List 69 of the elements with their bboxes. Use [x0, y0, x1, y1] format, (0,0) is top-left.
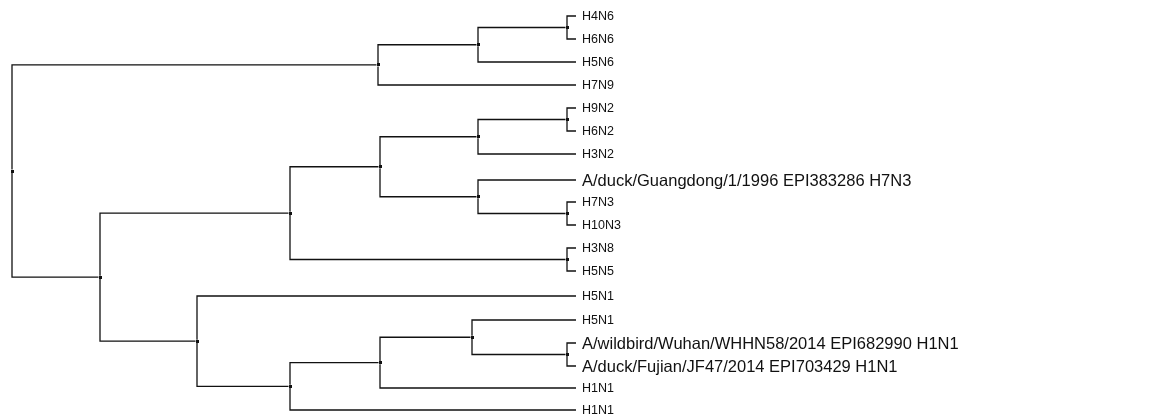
tree-branch — [379, 167, 478, 198]
taxon-label: H5N5 — [582, 264, 614, 278]
tree-branch — [566, 342, 577, 354]
tree-branch — [566, 28, 577, 40]
tree-branch — [99, 278, 197, 342]
tree-branch — [471, 319, 577, 337]
branch-node — [470, 335, 474, 339]
branch-node — [376, 63, 380, 67]
tree-branch — [566, 247, 577, 259]
taxon-label: H7N3 — [582, 195, 614, 209]
branch-node — [476, 43, 480, 47]
taxon-label: H6N2 — [582, 124, 614, 138]
tree-branch — [566, 214, 577, 226]
branch-node — [98, 275, 102, 279]
taxon-label: H5N1 — [582, 313, 614, 327]
tree-branch — [566, 107, 577, 119]
tree-branch — [99, 212, 290, 277]
taxon-label: H1N1 — [582, 403, 614, 417]
taxon-label: H6N6 — [582, 32, 614, 46]
tree-branch — [566, 260, 577, 272]
tree-branch — [477, 197, 567, 215]
tree-branch — [196, 295, 577, 341]
branch-node — [565, 118, 569, 121]
tree-branch — [379, 363, 577, 389]
tree-branch — [471, 338, 567, 356]
tree-branch — [289, 166, 380, 213]
taxon-label: H7N9 — [582, 78, 614, 92]
branch-node — [288, 211, 292, 215]
taxon-label: A/duck/Fujian/JF47/2014 EPI703429 H1N1 — [582, 357, 898, 375]
tree-branch — [566, 120, 577, 132]
taxon-label: H1N1 — [582, 381, 614, 395]
taxon-label: A/wildbird/Wuhan/WHHN58/2014 EPI682990 H1N1 — [582, 334, 959, 352]
taxon-label: H5N6 — [582, 55, 614, 69]
branch-node — [565, 258, 569, 261]
branch-node — [476, 135, 480, 139]
tree-branch — [11, 171, 100, 278]
tree-branch — [196, 342, 290, 387]
tree-branch — [477, 118, 567, 136]
tree-branch — [477, 26, 567, 44]
taxon-label: A/duck/Guangdong/1/1996 EPI383286 H7N3 — [582, 171, 912, 189]
tree-branch — [379, 136, 478, 166]
taxon-label: H9N2 — [582, 101, 614, 115]
tree-branch — [377, 44, 478, 65]
taxon-label: H3N8 — [582, 241, 614, 255]
branch-node — [378, 361, 382, 365]
branch-node — [288, 384, 292, 388]
tree-branch — [477, 179, 577, 196]
taxon-label: H10N3 — [582, 218, 621, 232]
taxon-label: H5N1 — [582, 289, 614, 303]
branch-node — [565, 212, 569, 215]
branch-node — [476, 195, 480, 199]
taxon-label: H4N6 — [582, 9, 614, 23]
tree-branch — [477, 137, 577, 155]
branch-node — [565, 353, 569, 356]
tree-branch — [477, 45, 577, 63]
branch-node — [195, 339, 199, 343]
tree-branch — [289, 214, 567, 261]
branch-node — [378, 165, 382, 169]
tree-branch — [11, 64, 378, 171]
tree-branch — [377, 65, 577, 86]
tree-branch — [566, 15, 577, 27]
branch-node — [10, 169, 14, 173]
taxon-label: H3N2 — [582, 147, 614, 161]
tree-branch — [566, 355, 577, 367]
branch-node — [565, 26, 569, 29]
tree-branch — [379, 336, 472, 362]
tree-branch — [289, 387, 577, 411]
tree-branch — [566, 201, 577, 213]
tree-branch — [289, 362, 380, 386]
